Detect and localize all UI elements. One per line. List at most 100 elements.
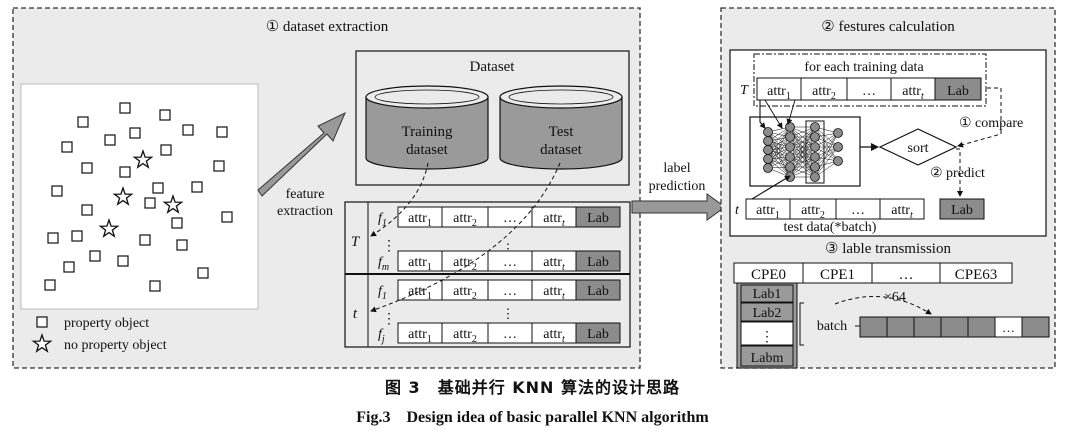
attr-subscript: 1: [427, 218, 432, 229]
row-label-f1-test: f1: [378, 284, 387, 302]
batch-cell: [913, 316, 942, 338]
attr-text: attr: [408, 284, 427, 299]
property-object: [119, 166, 131, 178]
nn-edge: [814, 146, 839, 168]
attr-text: attr: [767, 84, 786, 99]
attr-text: attr: [408, 211, 427, 226]
property-object: [119, 102, 131, 114]
feature-ellipsis-cell-text: …: [503, 327, 517, 342]
batch-cell: [940, 316, 969, 338]
train-lab-cell: [934, 77, 982, 101]
nn-edge: [767, 126, 791, 160]
attr-subscript: 2: [831, 91, 836, 102]
nn-node: [763, 154, 773, 164]
feature-attr2-cell-text: attr2: [453, 284, 477, 302]
feature-lab-cell-text: Lab: [587, 255, 609, 270]
nn-layer-frame: [805, 120, 825, 184]
cpe-label: …: [899, 267, 914, 283]
feature-attrt-cell-text: attrt: [543, 284, 565, 302]
nn-node: [810, 132, 820, 142]
property-object: [104, 134, 116, 146]
train-attrt-cell-text: attrt: [902, 84, 924, 102]
batch-cell: [967, 316, 996, 338]
no-property-object: [132, 149, 154, 169]
feature-attr1-cell-text: attr1: [408, 284, 432, 302]
predicted-lab-label: Lab: [951, 203, 973, 218]
property-object: [213, 160, 225, 172]
test-dataset-cylinder: Test dataset: [499, 85, 623, 170]
test-dataset-label: dataset: [540, 142, 582, 158]
middle-ellipsis: ⋮: [502, 306, 515, 321]
lab-stack-label: ⋮: [760, 330, 774, 345]
feature-lab-cell: [575, 206, 621, 228]
test-set-t-label: t: [353, 306, 358, 322]
no-property-object: [162, 194, 184, 214]
dataset-to-table-arrows: [370, 162, 561, 313]
caption-en: Fig.3 Design idea of basic parallel KNN …: [356, 409, 709, 426]
nn-edge: [814, 126, 839, 148]
feature-lab-cell: [575, 279, 621, 301]
property-object: [144, 197, 156, 209]
property-object: [159, 109, 171, 121]
property-object: [44, 279, 56, 291]
batch-cell: [886, 316, 915, 338]
feature-ellipsis-cell-text: …: [503, 211, 517, 226]
attr-text: attr: [812, 84, 831, 99]
attr-subscript: t: [921, 91, 924, 102]
panel2-title: ② festures calculation: [821, 19, 955, 35]
attr-subscript: 2: [472, 218, 477, 229]
lab-stack-label: Lab2: [753, 306, 782, 321]
nn-node: [763, 145, 773, 155]
sort-label: sort: [908, 141, 929, 156]
attr-subscript: 1: [775, 210, 780, 221]
feature-extraction-label: extraction: [277, 204, 333, 219]
batch-cells: …: [859, 316, 1050, 338]
train-ellipsis-cell-text: …: [862, 84, 876, 99]
feature-extraction-label: feature: [286, 187, 325, 202]
legend: property object no property object: [31, 316, 167, 353]
property-object: [47, 232, 59, 244]
feature-attr1-cell-text: attr1: [408, 327, 432, 345]
property-object: [129, 127, 141, 139]
lab-stack-label: Lab1: [753, 287, 782, 302]
nn-node: [785, 152, 795, 162]
times-64-label: ×64: [884, 290, 906, 305]
nn-node: [785, 132, 795, 142]
nn-node: [810, 122, 820, 132]
property-object: [89, 250, 101, 262]
nn-edge: [814, 126, 839, 162]
nn-edge: [789, 156, 816, 178]
attr-subscript: 1: [786, 91, 791, 102]
nn-edge: [767, 146, 791, 169]
property-object: [51, 185, 63, 197]
row-label-fj: fj: [378, 327, 385, 345]
neural-network: [749, 99, 861, 200]
batch-cell: [859, 316, 888, 338]
property-object: [117, 255, 129, 267]
test-ellipsis-cell-text: …: [851, 203, 865, 218]
training-set-T-label: T: [351, 234, 361, 250]
train-input-arrow: [786, 99, 796, 125]
nn-node: [785, 162, 795, 172]
t-label: t: [735, 203, 740, 218]
predicted-lab-cell: [939, 198, 985, 220]
nn-node: [833, 156, 843, 166]
lab-stack-cell: [740, 321, 794, 346]
attr-subscript: 2: [472, 291, 477, 302]
cpe-label: CPE63: [955, 267, 998, 283]
nn-edge: [767, 140, 791, 168]
legend-no-property-label: no property object: [64, 338, 167, 353]
row-label-f1: f1: [378, 211, 387, 229]
sort-node: sort: [878, 128, 958, 166]
feature-attr1-cell-text: attr1: [408, 255, 432, 273]
for-each-training-label: for each training data: [804, 60, 924, 75]
attr-text: attr: [891, 203, 910, 218]
attr-subscript: 2: [472, 262, 477, 273]
cpe-cell: [939, 262, 1013, 284]
